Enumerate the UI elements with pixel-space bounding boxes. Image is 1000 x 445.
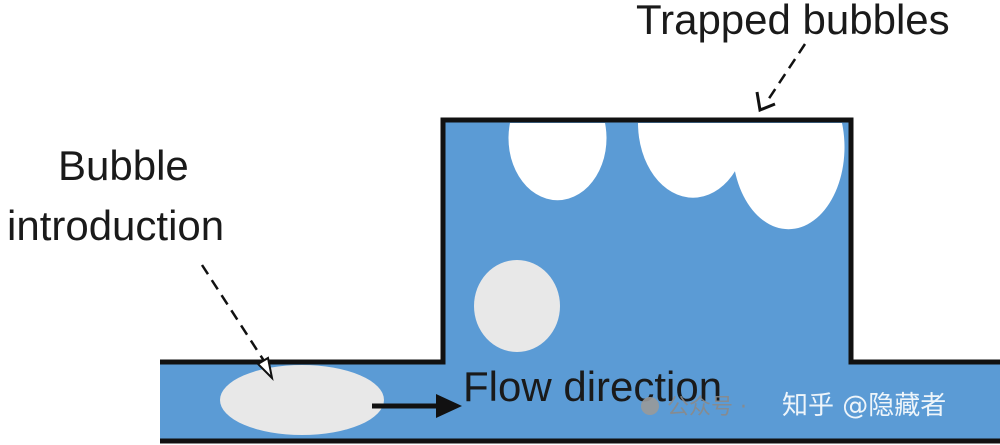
introduced-bubble — [220, 365, 384, 435]
watermark: 公众号 · 知乎 @隐藏者 — [641, 391, 946, 421]
trapped-bubbles-leader — [766, 43, 807, 101]
bubble-introduction-leader — [200, 264, 268, 365]
trapped-bubbles-label: Trapped bubbles — [636, 0, 950, 43]
flow-direction-label: Flow direction — [463, 363, 722, 410]
bubble-introduction-label-line2: introduction — [7, 202, 224, 249]
channel-wall-top — [160, 117, 1000, 365]
wechat-icon — [641, 397, 659, 415]
trapped-bubble-3 — [732, 123, 845, 230]
trapped-bubble-2 — [638, 123, 748, 198]
moving-bubble — [474, 260, 560, 352]
trapped-bubbles-leader-head — [755, 91, 776, 113]
flow-arrow-head — [436, 394, 462, 418]
trapped-bubble-1 — [508, 123, 607, 201]
bubble-introduction-label-line1: Bubble — [58, 142, 189, 189]
watermark-zhihu: 知乎 @隐藏者 — [782, 391, 946, 421]
watermark-wechat: 公众号 · — [667, 395, 747, 420]
bubble-introduction-leader-head — [256, 356, 274, 382]
